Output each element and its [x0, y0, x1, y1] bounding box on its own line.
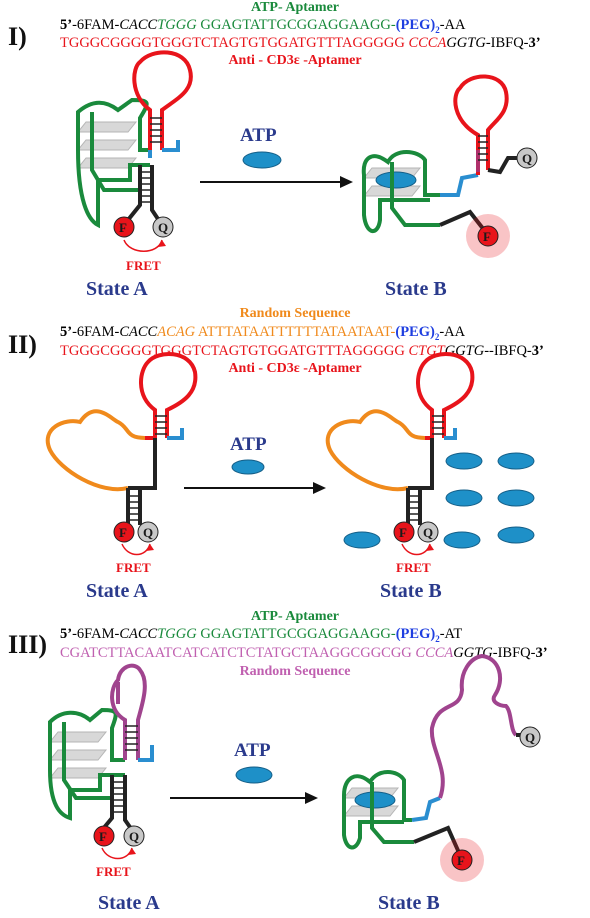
atp-label: ATP [240, 125, 277, 146]
fret-arrow [123, 239, 163, 252]
peg-linker: (PEG) [395, 626, 436, 642]
fluorophore-label: F [399, 525, 407, 540]
five-prime: 5’ [60, 17, 73, 33]
g-quadruplex [48, 663, 154, 832]
quencher-label: Q [522, 151, 532, 166]
fluorophore-label: F [99, 829, 107, 844]
three-prime: 3’ [528, 35, 541, 51]
panel-numeral: II) [8, 330, 37, 359]
fluorophore-icon [477, 225, 499, 247]
atp-label: ATP [230, 434, 267, 455]
g-quadruplex-bound [342, 653, 522, 856]
panel-numeral: I) [8, 22, 27, 51]
panel-2-diagram: F Q F Q [45, 351, 535, 556]
state-b-label: State B [385, 278, 447, 300]
panel-3: III) ATP- Aptamer 5’-6FAM-CACCTGGG GGAGT… [0, 609, 590, 918]
sequence-line-2: CGATCTTACAATCATCATCTCTATGCTAAGGCGGCGG CC… [60, 645, 548, 661]
fret-label-state-b: FRET [396, 560, 431, 575]
g-quadruplex-bound [361, 74, 520, 237]
quencher-icon [152, 216, 174, 238]
bottom-sequence-label: Anti - CD3ε -Aptamer [228, 53, 362, 68]
sequence-line-2: TGGGCGGGGTGGGTCTAGTGTGGATGTTTAGGGGG CCCA… [60, 35, 541, 51]
sequence-line-2: TGGGCGGGGTGGGTCTAGTGTGGATGTTTAGGGGG CTGT… [60, 343, 544, 359]
quencher-icon [123, 825, 145, 847]
free-atp-molecules [343, 452, 535, 549]
fluorophore-label: F [119, 525, 127, 540]
quencher-icon [137, 521, 159, 543]
quencher-label: Q [525, 730, 535, 745]
fluorophore-icon [93, 825, 115, 847]
panel-numeral: III) [8, 630, 48, 659]
g-quadruplex [76, 97, 150, 229]
state-a-label: State A [86, 580, 148, 602]
fluorophore-icon [113, 216, 135, 238]
fret-label: FRET [116, 560, 151, 575]
peg-linker: (PEG) [395, 17, 436, 33]
state-b-label: State B [378, 892, 440, 914]
quencher-icon [516, 147, 538, 169]
quencher-label: Q [423, 525, 433, 540]
atp-molecule-icon [242, 151, 282, 169]
fluorophore-icon [451, 849, 473, 871]
fluorophore-label: F [457, 853, 465, 868]
quencher-icon [519, 726, 541, 748]
top-sequence-label: Random Sequence [239, 306, 351, 321]
sequence-line-1: 5’-6FAM-CACCTGGG GGAGTATTGCGGAGGAAGG-(PE… [60, 17, 466, 35]
sequence-line-1: 5’-6FAM-CACCACAG ATTTATAATTTTTTATAATAAT-… [60, 324, 466, 342]
state-a-label: State A [86, 278, 148, 300]
quencher-label: Q [143, 525, 153, 540]
peg-linker: (PEG) [395, 324, 435, 340]
random-sequence-loop [45, 351, 198, 525]
state-b-label: State B [380, 580, 442, 602]
top-sequence-label: ATP- Aptamer [251, 0, 339, 15]
fluorophore-label: F [119, 220, 127, 235]
bottom-sequence-label: Anti - CD3ε -Aptamer [228, 361, 362, 376]
panel-1-diagram: F Q F Q [76, 50, 538, 258]
atp-molecule-icon [235, 766, 273, 784]
random-sequence-loop [325, 351, 475, 525]
quencher-icon [417, 521, 439, 543]
fluorophore-label: F [483, 229, 491, 244]
atp-molecule-icon [231, 459, 265, 475]
fret-label: FRET [126, 258, 161, 273]
quencher-label: Q [158, 220, 168, 235]
bottom-sequence-label: Random Sequence [239, 664, 351, 679]
panel-1: I) ATP- Aptamer 5’-6FAM-CACCTGGG GGAGTAT… [0, 0, 590, 305]
fret-arrow [101, 847, 133, 860]
fret-label: FRET [96, 864, 131, 879]
state-a-label: State A [98, 892, 160, 914]
atp-label: ATP [234, 740, 271, 761]
fluorophore-icon [393, 521, 415, 543]
sequence-line-1: 5’-6FAM-CACCTGGG GGAGTATTGCGGAGGAAGG-(PE… [60, 626, 463, 644]
panel-3-diagram: F Q F Q [48, 653, 541, 882]
panel-2: II) Random Sequence 5’-6FAM-CACCACAG ATT… [0, 306, 590, 610]
quencher-label: Q [129, 829, 139, 844]
anti-cd3-aptamer-loop [126, 50, 193, 224]
fluorophore-icon [113, 521, 135, 543]
fret-arrow [121, 543, 151, 556]
fret-arrow [401, 543, 431, 556]
top-sequence-label: ATP- Aptamer [251, 609, 339, 624]
